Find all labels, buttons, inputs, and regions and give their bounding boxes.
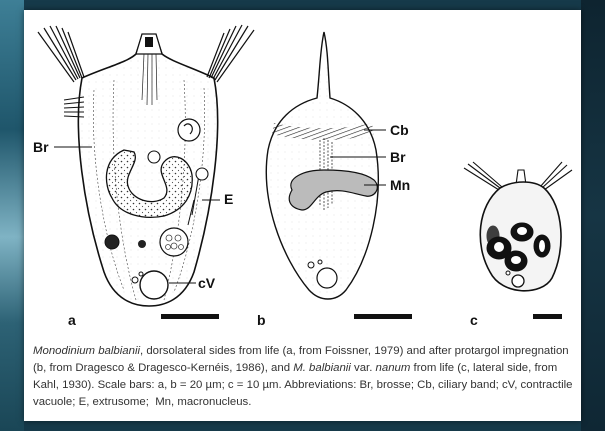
- caption-species2: M. balbianii: [293, 362, 351, 374]
- cell-body-b: [266, 32, 378, 299]
- specimen-b: Cb Br Mn b: [257, 32, 412, 328]
- caption-species: Monodinium balbianii: [33, 345, 140, 357]
- label-cb: Cb: [390, 122, 409, 138]
- scale-bar-a: [161, 314, 219, 319]
- specimen-a: Br E cV a: [33, 25, 254, 328]
- panel-label-b: b: [257, 312, 266, 328]
- figure-drawing: Br E cV a: [24, 10, 581, 330]
- specimen-c: c: [464, 162, 572, 328]
- figure-caption: Monodinium balbianii, dorsolateral sides…: [33, 343, 573, 411]
- cilia-tuft-left: [38, 26, 84, 82]
- scale-bar-b: [354, 314, 412, 319]
- label-br-right: Br: [390, 149, 406, 165]
- background-left: [0, 0, 24, 431]
- scale-bar-c: [533, 314, 562, 319]
- figure-panel: Br E cV a: [24, 10, 581, 421]
- cilia-tuft-right: [207, 25, 254, 82]
- panel-label-a: a: [68, 312, 76, 328]
- panel-label-c: c: [470, 312, 478, 328]
- label-mn: Mn: [390, 177, 410, 193]
- label-br-left: Br: [33, 139, 49, 155]
- label-cv: cV: [198, 275, 216, 291]
- caption-part2: var.: [351, 362, 376, 374]
- label-e: E: [224, 191, 233, 207]
- background-right: [581, 0, 605, 431]
- caption-variety: nanum: [376, 362, 411, 374]
